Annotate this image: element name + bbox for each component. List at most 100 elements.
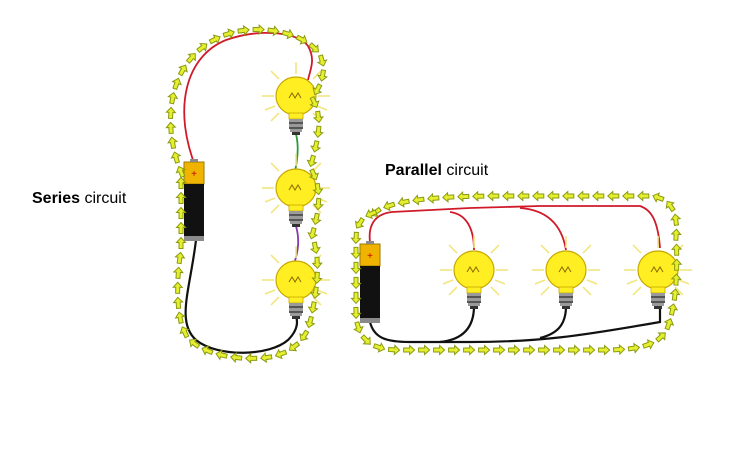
series-battery: + (183, 159, 205, 241)
parallel-current-arrow (650, 190, 666, 205)
series-current-arrow (273, 347, 288, 361)
series-current-arrow (316, 68, 329, 83)
parallel-battery-plus: + (367, 251, 373, 262)
parallel-current-arrow (350, 231, 362, 245)
series-current-arrow (175, 62, 191, 78)
parallel-current-arrow (592, 191, 605, 201)
parallel-current-arrow (547, 191, 560, 201)
parallel-current-arrow (426, 192, 440, 204)
series-current-arrow (309, 139, 322, 154)
parallel-bulb-2 (531, 235, 601, 310)
parallel-current-arrow (670, 213, 682, 227)
parallel-current-arrow (472, 191, 485, 202)
parallel-battery: + (359, 241, 381, 323)
parallel-current-arrow (493, 345, 506, 355)
series-battery-plus: + (191, 169, 197, 180)
parallel-current-arrow (478, 345, 491, 355)
parallel-current-arrow (666, 302, 679, 317)
parallel-current-arrow (583, 345, 596, 355)
parallel-current-arrow (523, 345, 536, 355)
series-current-arrow (207, 32, 223, 47)
parallel-current-arrow (351, 276, 361, 289)
current-flow-arrows (165, 24, 682, 364)
series-current-arrow (307, 300, 320, 315)
parallel-bulb-3 (623, 235, 693, 310)
series-current-arrow (296, 328, 312, 344)
series-current-arrow (172, 296, 184, 310)
parallel-current-arrow (622, 191, 635, 201)
series-circuit-label: Series circuit (32, 190, 126, 208)
series-current-arrow (172, 266, 184, 280)
parallel-current-arrow (653, 329, 669, 345)
parallel-current-arrow (372, 340, 387, 354)
parallel-current-arrow (627, 342, 641, 354)
parallel-current-arrow (351, 291, 361, 304)
series-current-arrow (166, 136, 179, 150)
parallel-current-arrow (637, 191, 650, 201)
parallel-current-arrow (568, 345, 581, 355)
parallel-current-arrow (562, 191, 575, 201)
series-wire-black (184, 239, 299, 354)
series-label-rest: circuit (80, 190, 127, 207)
parallel-current-arrow (387, 344, 401, 356)
parallel-current-arrow (670, 228, 682, 241)
parallel-wire-red-main (368, 205, 661, 249)
series-current-arrow (310, 212, 323, 226)
series-current-arrow (169, 150, 183, 165)
series-current-arrow (172, 281, 183, 294)
series-current-arrow (166, 91, 179, 105)
series-current-arrow (315, 53, 329, 68)
parallel-current-arrow (350, 306, 362, 320)
series-current-arrow (286, 339, 302, 355)
series-current-arrow (199, 343, 215, 358)
parallel-circuit: + (359, 205, 693, 344)
parallel-current-arrow (448, 345, 461, 355)
parallel-current-arrow (351, 246, 361, 259)
series-current-arrow (312, 125, 324, 139)
series-current-arrow (165, 121, 177, 135)
series-current-arrow (305, 154, 319, 169)
parallel-current-arrow (508, 345, 521, 355)
parallel-current-arrow (352, 215, 367, 231)
parallel-current-arrow (517, 191, 530, 201)
parallel-current-arrow (442, 191, 455, 203)
parallel-bulb-1 (439, 235, 509, 310)
series-current-arrow (174, 251, 186, 265)
parallel-current-arrow (463, 345, 476, 355)
parallel-current-arrow (671, 243, 682, 256)
parallel-wire-black-main (368, 306, 662, 344)
series-current-arrow (303, 315, 317, 330)
series-current-arrow (266, 25, 281, 37)
parallel-current-arrow (403, 345, 416, 355)
parallel-wire-red-branch-2 (519, 207, 567, 251)
parallel-current-arrow (577, 191, 590, 201)
parallel-current-arrow (662, 316, 676, 332)
parallel-current-arrow (538, 345, 551, 355)
series-bulb-top (261, 61, 331, 136)
parallel-current-arrow (553, 345, 566, 355)
parallel-current-arrow (433, 345, 446, 355)
series-bulb-bottom (261, 245, 331, 320)
series-current-arrow (229, 351, 243, 364)
parallel-wire-black-branch-2 (539, 305, 568, 340)
series-current-arrow (309, 241, 322, 255)
parallel-current-arrow (358, 332, 374, 348)
series-label-bold: Series (32, 190, 81, 207)
parallel-current-arrow (457, 191, 470, 202)
series-current-arrow (174, 310, 187, 325)
parallel-label-bold: Parallel (385, 162, 442, 179)
parallel-current-arrow (487, 190, 500, 202)
parallel-current-arrow (662, 198, 678, 214)
parallel-current-arrow (641, 337, 656, 352)
parallel-current-arrow (612, 344, 626, 355)
parallel-current-arrow (502, 191, 515, 201)
parallel-circuit-label: Parallel circuit (385, 162, 488, 180)
parallel-label-rest: circuit (441, 162, 489, 179)
series-wire-purple (293, 225, 300, 265)
parallel-wire-black-branch-1 (439, 305, 476, 344)
series-current-arrow (259, 351, 273, 364)
parallel-wire-red-branch-1 (449, 211, 475, 251)
series-circuit: + (183, 31, 331, 354)
series-current-arrow (312, 110, 324, 124)
